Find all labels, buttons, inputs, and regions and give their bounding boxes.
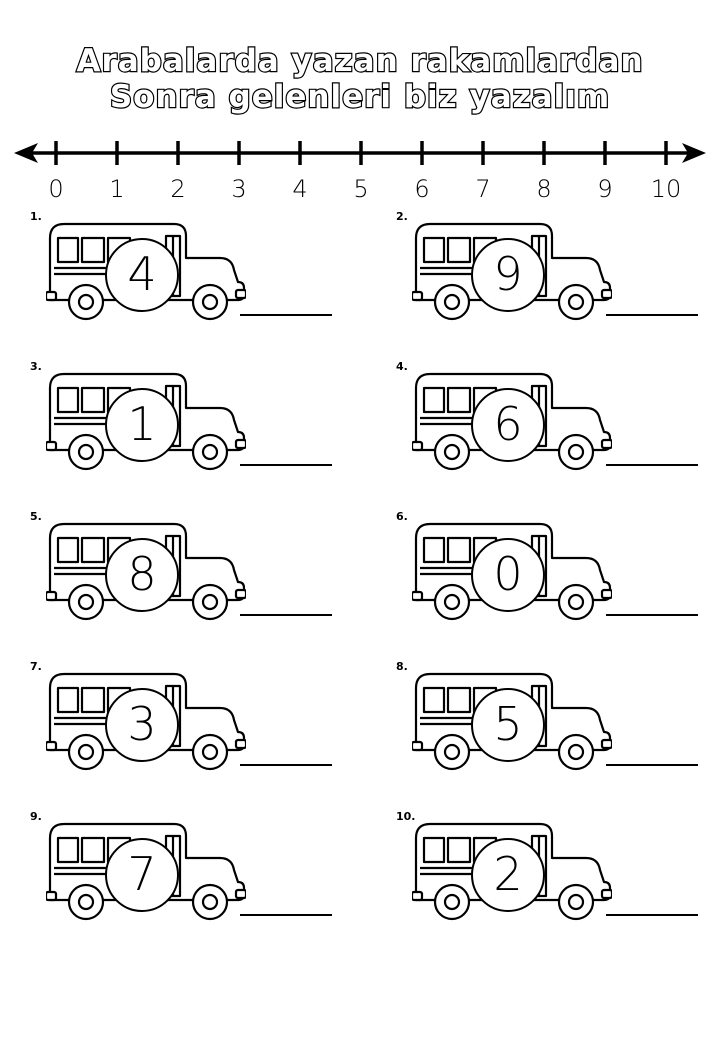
exercise-item: 5. 8: [30, 510, 370, 630]
number-line-label: 9: [597, 175, 612, 202]
answer-blank[interactable]: [606, 614, 698, 616]
answer-blank[interactable]: [240, 914, 332, 916]
answer-blank[interactable]: [606, 914, 698, 916]
exercise-number: 5.: [30, 510, 42, 523]
answer-blank[interactable]: [606, 314, 698, 316]
exercise-number: 8.: [396, 660, 408, 673]
exercise-number: 1.: [30, 210, 42, 223]
bus-digit: 4: [105, 238, 179, 312]
bus-digit: 0: [471, 538, 545, 612]
answer-blank[interactable]: [240, 614, 332, 616]
exercise-number: 7.: [30, 660, 42, 673]
answer-blank[interactable]: [240, 314, 332, 316]
bus-digit: 2: [471, 838, 545, 912]
exercise-item: 8. 5: [396, 660, 720, 780]
number-line-label: 10: [651, 175, 682, 202]
number-line-label: 2: [170, 175, 185, 202]
exercise-number: 9.: [30, 810, 42, 823]
answer-blank[interactable]: [606, 464, 698, 466]
bus-digit: 8: [105, 538, 179, 612]
right-arrow-icon: [682, 143, 706, 163]
number-line-label: 4: [292, 175, 307, 202]
bus-digit: 7: [105, 838, 179, 912]
number-line-label: 0: [48, 175, 63, 202]
title-line-2: Sonra gelenleri biz yazalım: [109, 79, 611, 115]
exercise-item: 6. 0: [396, 510, 720, 630]
exercise-item: 2. 9: [396, 210, 720, 330]
number-line-label: 3: [231, 175, 246, 202]
exercise-item: 4. 6: [396, 360, 720, 480]
bus-digit: 6: [471, 388, 545, 462]
exercise-number: 10.: [396, 810, 416, 823]
number-line-label: 1: [109, 175, 124, 202]
answer-blank[interactable]: [240, 464, 332, 466]
bus-digit: 1: [105, 388, 179, 462]
exercise-number: 6.: [396, 510, 408, 523]
exercise-item: 9. 7: [30, 810, 370, 930]
exercise-number: 4.: [396, 360, 408, 373]
bus-digit: 5: [471, 688, 545, 762]
exercise-item: 1. 4: [30, 210, 370, 330]
exercise-number: 2.: [396, 210, 408, 223]
number-line-label: 7: [475, 175, 490, 202]
answer-blank[interactable]: [606, 764, 698, 766]
exercise-item: 3. 1: [30, 360, 370, 480]
answer-blank[interactable]: [240, 764, 332, 766]
bus-digit: 9: [471, 238, 545, 312]
exercise-item: 7. 3: [30, 660, 370, 780]
number-line-label: 6: [414, 175, 429, 202]
bus-digit: 3: [105, 688, 179, 762]
number-line-label: 5: [353, 175, 368, 202]
number-line: 0 1 2 3 4 5 6 7 8 9 10: [14, 141, 706, 202]
exercise-item: 10. 2: [396, 810, 720, 930]
number-line-label: 8: [536, 175, 551, 202]
left-arrow-icon: [14, 143, 38, 163]
exercise-number: 3.: [30, 360, 42, 373]
title-line-1: Arabalarda yazan rakamlardan: [75, 43, 644, 79]
